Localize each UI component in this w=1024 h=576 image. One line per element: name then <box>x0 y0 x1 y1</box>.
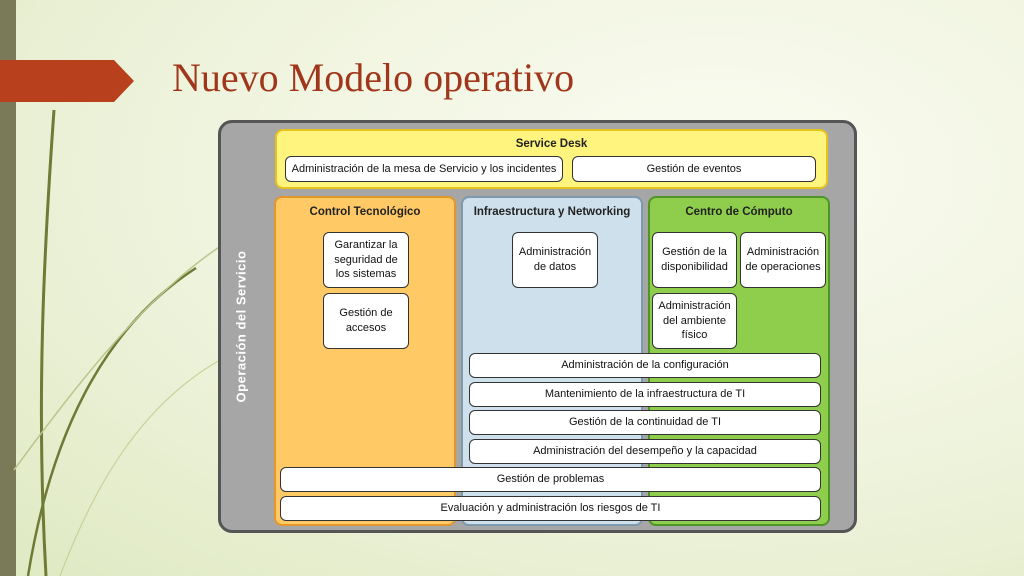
decorative-grass-strokes <box>13 109 231 576</box>
configuration-management-box: Administración de la configuración <box>469 353 821 378</box>
security-assurance-box: Garantizar la seguridad de los sistemas <box>323 232 409 288</box>
continuity-management-box: Gestión de la continuidad de TI <box>469 410 821 435</box>
left-accent-bar <box>0 0 16 576</box>
centro-computo-title: Centro de Cómputo <box>685 206 793 218</box>
availability-management-box: Gestión de la disponibilidad <box>652 232 737 288</box>
slide-title: Nuevo Modelo operativo <box>172 55 575 100</box>
title-arrow-shape <box>0 60 134 102</box>
infrastructure-maintenance-box: Mantenimiento de la infraestructura de T… <box>469 382 821 407</box>
problem-management-box: Gestión de problemas <box>280 467 821 492</box>
performance-capacity-box: Administración del desempeño y la capaci… <box>469 439 821 464</box>
incident-management-box: Administración de la mesa de Servicio y … <box>285 156 563 182</box>
infraestructura-title: Infraestructura y Networking <box>473 206 631 218</box>
physical-environment-box: Administración del ambiente físico <box>652 293 737 349</box>
access-management-box: Gestión de accesos <box>323 293 409 349</box>
risk-management-box: Evaluación y administración los riesgos … <box>280 496 821 521</box>
service-operation-text: Operación del Servicio <box>233 250 249 403</box>
service-desk-title: Service Desk <box>515 138 588 150</box>
service-operation-label: Operación del Servicio <box>222 120 260 533</box>
event-management-box: Gestión de eventos <box>572 156 816 182</box>
control-tecnologico-title: Control Tecnológico <box>309 206 421 218</box>
operations-administration-box: Administración de operaciones <box>740 232 826 288</box>
data-administration-box: Administración de datos <box>512 232 598 288</box>
